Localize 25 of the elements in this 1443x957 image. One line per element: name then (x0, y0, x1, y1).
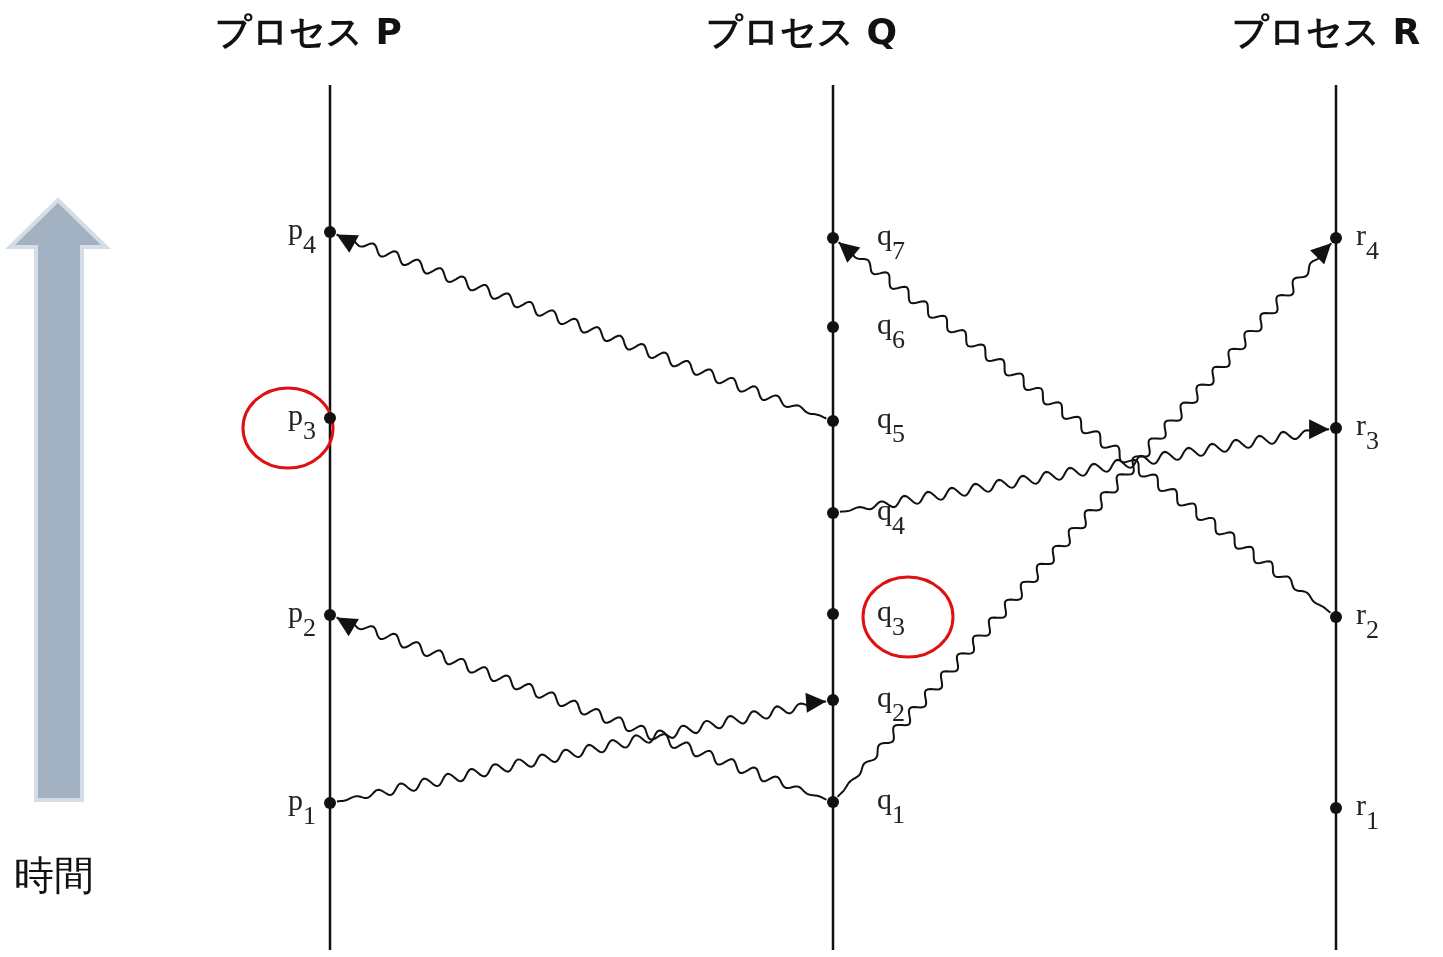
event-label: q$_{6}$ (877, 309, 905, 353)
event-label: r$_{1}$ (1356, 790, 1379, 834)
message-arrow (837, 241, 1332, 614)
message-arrow (838, 419, 1331, 513)
event-label: q$_{3}$ (877, 596, 905, 640)
message-arrow (335, 233, 828, 420)
event-label: p$_{2}$ (288, 597, 316, 641)
process-title: プロセス R (1232, 10, 1421, 54)
event-label: p$_{1}$ (288, 785, 316, 829)
process-title: プロセス Q (706, 10, 898, 54)
message-arrow (836, 242, 1333, 798)
event-label: r$_{3}$ (1356, 410, 1379, 454)
event-label: q$_{7}$ (877, 220, 905, 264)
event-label: q$_{1}$ (877, 784, 905, 828)
event-label: q$_{2}$ (877, 682, 905, 726)
message-arrow (335, 692, 828, 803)
event-label: q$_{5}$ (877, 403, 905, 447)
event-label: r$_{4}$ (1356, 220, 1379, 264)
event-label: p$_{3}$ (288, 400, 316, 444)
process-title: プロセス P (215, 10, 402, 54)
event-label: q$_{4}$ (877, 495, 905, 539)
event-label: p$_{4}$ (288, 214, 316, 258)
event-label: r$_{2}$ (1356, 599, 1379, 643)
time-label: 時間 (14, 851, 94, 900)
message-arrow (335, 616, 828, 801)
